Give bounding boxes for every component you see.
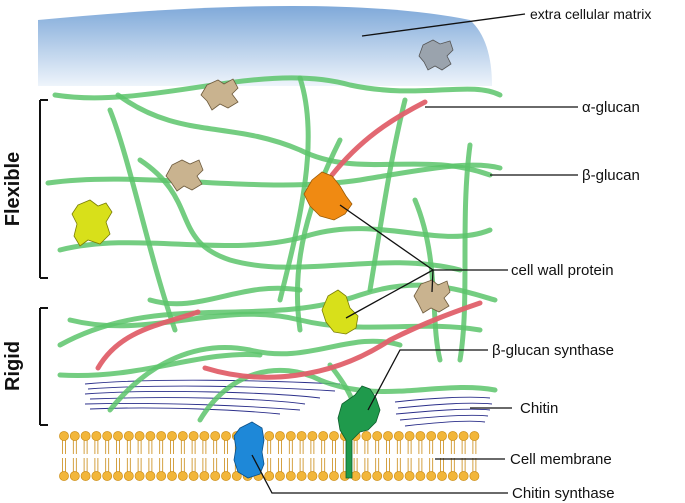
lipid-head-inner — [318, 457, 329, 482]
lipid-head-inner — [91, 457, 102, 482]
lipid-head-outer — [447, 430, 458, 455]
lipid-head-inner — [328, 457, 340, 482]
lipid-head-inner — [134, 457, 145, 482]
lipid-head-inner — [177, 457, 188, 482]
protein-orange — [303, 171, 353, 221]
lipid-head-outer — [123, 430, 134, 455]
lipid-head-outer — [285, 430, 296, 455]
lipid-head-inner — [361, 457, 372, 482]
lipid-head-outer — [199, 430, 210, 455]
lipid-head-inner — [296, 457, 307, 482]
lipid-head-outer — [102, 430, 113, 455]
protein-tan-1 — [200, 78, 239, 111]
lipid-head-inner — [80, 457, 91, 482]
lipid-head-outer — [80, 430, 91, 455]
lipid-head-outer — [113, 430, 123, 455]
lipid-head-outer — [318, 430, 329, 455]
lipid-head-outer — [188, 430, 199, 455]
lipid-head-inner — [447, 457, 458, 482]
rigid-label: Rigid — [2, 341, 24, 391]
lipid-head-outer — [372, 430, 383, 455]
cell-membrane — [59, 430, 480, 482]
lipid-head-outer — [361, 430, 372, 455]
lipid-head-inner — [307, 457, 318, 482]
label-beta-glucan-synthase: β-glucan synthase — [492, 342, 614, 359]
lipid-head-inner — [469, 457, 480, 482]
label-alpha-glucan: α-glucan — [582, 99, 640, 116]
lipid-head-inner — [145, 457, 156, 482]
lipid-head-outer — [220, 430, 232, 455]
label-cell-wall-protein: cell wall protein — [511, 262, 614, 279]
lipid-head-inner — [372, 457, 383, 482]
lipid-head-inner — [69, 457, 80, 482]
lipid-head-outer — [134, 430, 145, 455]
lipid-head-outer — [458, 430, 469, 455]
lipid-head-outer — [436, 430, 448, 455]
lipid-head-inner — [426, 457, 437, 482]
lipid-head-inner — [123, 457, 134, 482]
protein-tan-3 — [413, 279, 451, 314]
lipid-head-inner — [188, 457, 199, 482]
lipid-head-outer — [328, 430, 340, 455]
alpha-glucan-fibers — [95, 99, 483, 380]
lipid-head-outer — [469, 430, 480, 455]
protein-yellow-1 — [71, 199, 113, 247]
lipid-head-outer — [156, 430, 167, 455]
label-chitin-synthase: Chitin synthase — [512, 485, 615, 502]
lipid-head-outer — [274, 430, 286, 455]
lipid-head-inner — [156, 457, 167, 482]
lipid-head-inner — [382, 457, 394, 482]
lipid-head-outer — [426, 430, 437, 455]
lipid-head-inner — [458, 457, 469, 482]
lipid-head-inner — [393, 457, 404, 482]
lipid-head-inner — [199, 457, 210, 482]
lipid-head-inner — [210, 457, 221, 482]
lipid-head-outer — [404, 430, 415, 455]
chitin-fibers — [84, 379, 493, 427]
lipid-head-inner — [264, 457, 275, 482]
beta-glucan-fibers — [45, 75, 503, 433]
lipid-head-outer — [307, 430, 318, 455]
protein-tan-ecm — [418, 39, 454, 71]
lipid-head-inner — [102, 457, 113, 482]
lipid-head-inner — [404, 457, 415, 482]
lipid-head-inner — [436, 457, 448, 482]
lipid-head-outer — [69, 430, 80, 455]
lipid-head-outer — [415, 430, 426, 455]
lipid-head-inner — [59, 457, 69, 482]
lipid-head-outer — [296, 430, 307, 455]
lipid-head-outer — [145, 430, 156, 455]
lipid-head-outer — [166, 430, 178, 455]
lipid-head-outer — [91, 430, 102, 455]
lipid-head-outer — [264, 430, 275, 455]
protein-yellow-2 — [321, 289, 359, 335]
label-beta-glucan: β-glucan — [582, 167, 640, 184]
label-cell-membrane: Cell membrane — [510, 451, 612, 468]
label-chitin: Chitin — [520, 400, 558, 417]
lipid-head-inner — [285, 457, 296, 482]
leader-lines — [251, 13, 578, 494]
flexible-bracket — [39, 99, 48, 279]
lipid-head-inner — [415, 457, 426, 482]
label-extracellular-matrix: extra cellular matrix — [530, 6, 651, 22]
lipid-head-inner — [274, 457, 286, 482]
lipid-head-inner — [220, 457, 232, 482]
rigid-bracket — [39, 307, 48, 426]
beta-glucan-synthase — [337, 385, 381, 479]
lipid-head-inner — [166, 457, 178, 482]
protein-tan-2 — [165, 159, 204, 192]
lipid-head-inner — [113, 457, 123, 482]
lipid-head-outer — [382, 430, 394, 455]
flexible-label: Flexible — [2, 152, 24, 226]
lipid-head-outer — [393, 430, 404, 455]
lipid-head-outer — [59, 430, 69, 455]
lipid-head-outer — [177, 430, 188, 455]
extracellular-matrix — [38, 6, 492, 86]
lipid-head-outer — [210, 430, 221, 455]
